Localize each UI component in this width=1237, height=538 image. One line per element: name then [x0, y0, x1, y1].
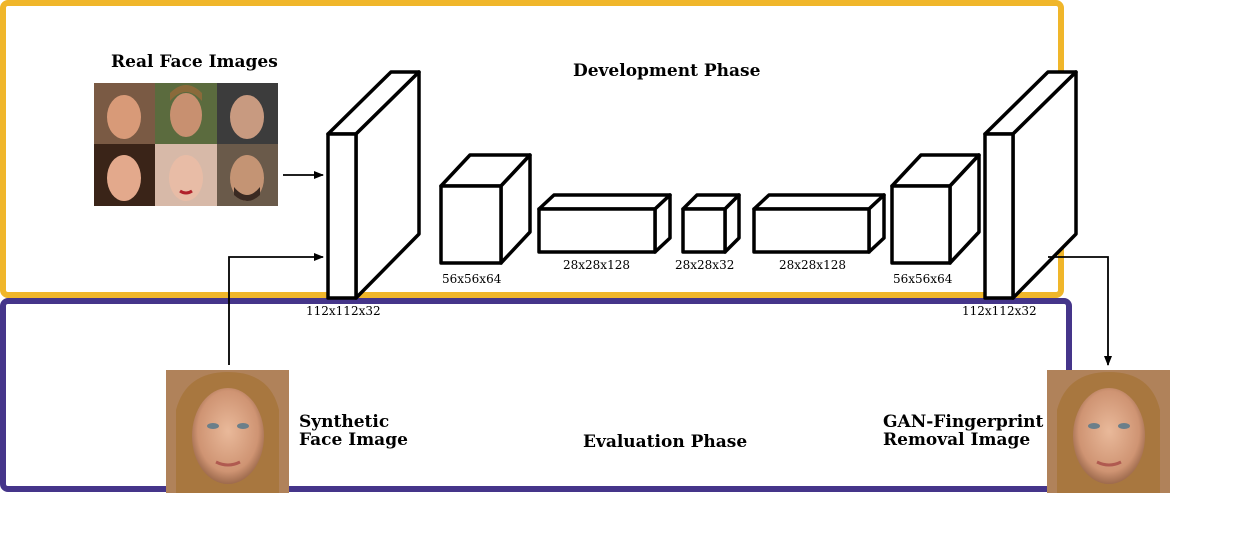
- layer-label-7: 112x112x32: [962, 304, 1037, 318]
- real-face-images-grid: [94, 83, 278, 206]
- layer-label-6: 56x56x64: [893, 272, 953, 286]
- real-face-images-label: Real Face Images: [111, 52, 278, 72]
- layer-block-6: [890, 153, 981, 265]
- layer-block-7: [983, 70, 1078, 300]
- synthetic-face-label-line1: Synthetic: [299, 412, 390, 432]
- evaluation-phase-title: Evaluation Phase: [583, 432, 748, 452]
- arrow-decoder-to-output: [1048, 256, 1112, 366]
- development-phase-title: Development Phase: [573, 61, 761, 81]
- layer-label-2: 56x56x64: [442, 272, 502, 286]
- layer-label-5: 28x28x128: [779, 258, 846, 272]
- gan-fingerprint-removal-label: GAN-Fingerprint Removal Image: [883, 413, 1043, 449]
- face-portrait-icon: [1047, 370, 1170, 493]
- layer-block-3: [537, 193, 672, 254]
- face-thumbnails-icon: [94, 83, 278, 206]
- layer-block-2: [439, 153, 532, 265]
- layer-label-3: 28x28x128: [563, 258, 630, 272]
- gan-fingerprint-removal-image: [1047, 370, 1170, 493]
- gan-fingerprint-removal-label-line1: GAN-Fingerprint: [883, 412, 1044, 432]
- layer-label-1: 112x112x32: [306, 304, 381, 318]
- synthetic-face-label: Synthetic Face Image: [299, 413, 408, 449]
- gan-fingerprint-removal-label-line2: Removal Image: [883, 430, 1031, 450]
- layer-block-5: [752, 193, 886, 254]
- synthetic-face-image: [166, 370, 289, 493]
- arrow-synthetic-to-encoder: [228, 253, 324, 365]
- layer-block-1: [326, 70, 421, 300]
- synthetic-face-label-line2: Face Image: [299, 430, 408, 450]
- layer-label-4: 28x28x32: [675, 258, 735, 272]
- layer-block-4: [681, 193, 741, 254]
- face-portrait-icon: [166, 370, 289, 493]
